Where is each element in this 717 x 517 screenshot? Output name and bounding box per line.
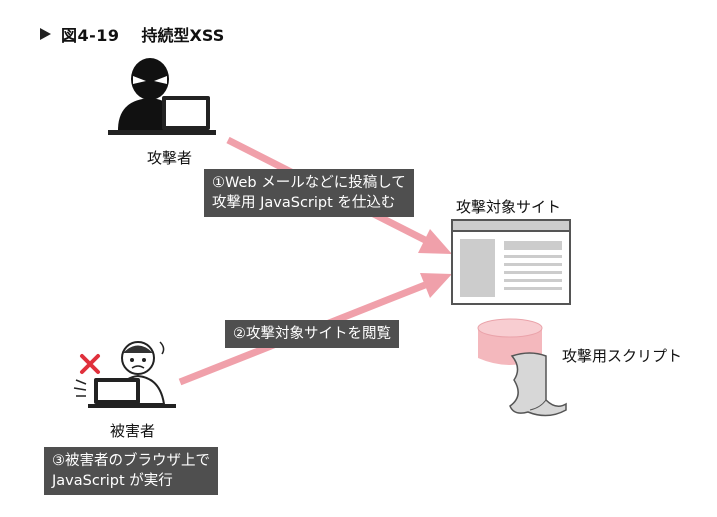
step-2-callout: ②攻撃対象サイトを閲覧 xyxy=(225,320,399,348)
step-1-line-2: 攻撃用 JavaScript を仕込む xyxy=(212,195,396,211)
step-3-line-1: ③被害者のブラウザ上で xyxy=(52,453,210,469)
attacker-label: 攻撃者 xyxy=(147,149,193,167)
title-triangle-icon xyxy=(40,28,51,40)
attack-script-label: 攻撃用スクリプト xyxy=(562,347,683,365)
step-3-callout: ③被害者のブラウザ上で JavaScript が実行 xyxy=(44,447,218,495)
target-site-label: 攻撃対象サイト xyxy=(456,198,562,216)
step-3-line-2: JavaScript が実行 xyxy=(52,473,173,489)
victim-label: 被害者 xyxy=(110,422,156,440)
attacker-icon xyxy=(108,58,216,135)
step-1-line-1: ①Web メールなどに投稿して xyxy=(212,175,406,191)
script-scroll-icon xyxy=(509,352,567,417)
figure-name: 持続型XSS xyxy=(141,26,225,45)
red-x-icon xyxy=(80,354,100,374)
figure-number: 図4-19 xyxy=(61,26,120,45)
website-window-icon xyxy=(451,219,571,305)
victim-icon xyxy=(73,341,176,408)
step-1-callout: ①Web メールなどに投稿して 攻撃用 JavaScript を仕込む xyxy=(204,169,414,217)
figure-title: 図4-19 持続型XSS xyxy=(40,22,224,46)
step-2-line-1: ②攻撃対象サイトを閲覧 xyxy=(233,326,391,342)
